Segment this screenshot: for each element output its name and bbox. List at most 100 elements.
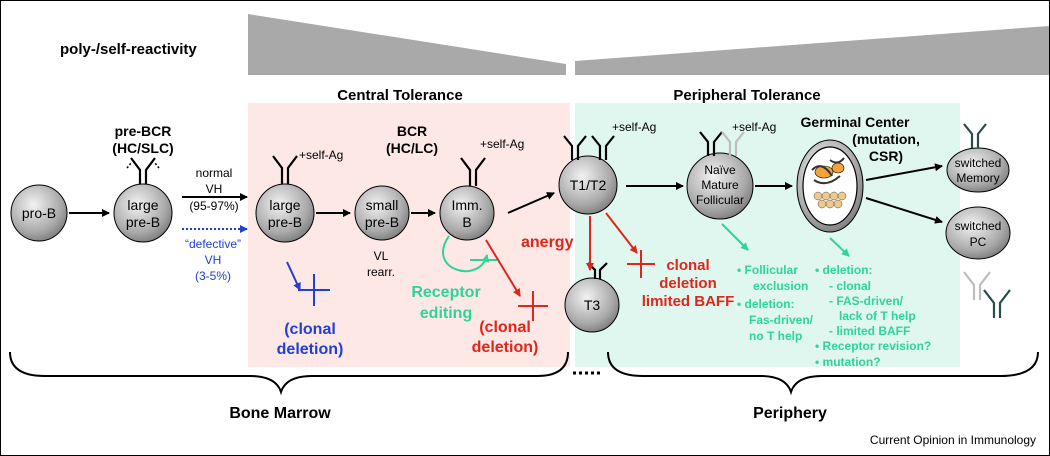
cell-pc-line1: switched	[955, 219, 1002, 233]
cell-t1t2-label: T1/T2	[570, 177, 607, 193]
svg-text:pre-BCR: pre-BCR	[115, 123, 172, 139]
bcr-receptor-icon-large-pre-b	[272, 155, 298, 184]
svg-text:no T help: no T help	[749, 329, 802, 343]
cell-naive-mature-follicular: Naïve Mature Follicular	[686, 152, 754, 220]
blue-deletion-cross-icon	[298, 274, 330, 306]
svg-text:- clonal: - clonal	[829, 279, 871, 293]
svg-text:• Follicular: • Follicular	[737, 263, 798, 277]
svg-text:deletion): deletion)	[277, 341, 344, 358]
follicular-arrow	[721, 223, 749, 251]
svg-text:• deletion:: • deletion:	[737, 297, 795, 311]
bcr-receptor-icon-t1t2	[563, 135, 615, 160]
svg-text:• Receptor revision?: • Receptor revision?	[815, 339, 931, 353]
vl-rearr-label: VL rearr.	[367, 249, 395, 279]
cell-switched-pc: switched PC	[945, 206, 1011, 260]
svg-text:limited BAFF: limited BAFF	[642, 293, 735, 310]
cell-naive-line2: Mature	[701, 178, 739, 192]
svg-text:lack of T help: lack of T help	[839, 309, 916, 323]
svg-text:(95-97%): (95-97%)	[189, 199, 238, 213]
cell-large-pre-b-2-line1: large	[269, 197, 300, 213]
progression-arrows	[69, 163, 943, 224]
periphery-label: Periphery	[753, 405, 827, 422]
central-tolerance-label: Central Tolerance	[337, 87, 463, 104]
svg-text:• deletion:: • deletion:	[815, 263, 873, 277]
svg-text:VL: VL	[374, 249, 389, 263]
svg-text:VH: VH	[206, 182, 223, 196]
germinal-center-label: Germinal Center (mutation, CSR)	[801, 114, 920, 164]
chart-title: poly-/self-reactivity	[60, 41, 197, 58]
cell-small-pre-b: small pre-B	[354, 185, 410, 241]
anergy-label: anergy	[521, 234, 574, 251]
svg-text:“defective”: “defective”	[185, 237, 241, 251]
pre-bcr-label: pre-BCR (HC/SLC)	[112, 123, 173, 156]
follicular-outcomes-list: • Follicular exclusion • deletion: Fas-d…	[737, 263, 814, 343]
self-ag-label-3: +self-Ag	[612, 120, 656, 134]
svg-text:VH: VH	[205, 253, 222, 267]
red-deletion-cross-icon	[518, 291, 548, 321]
pre-bcr-receptor-icon	[126, 157, 160, 184]
svg-text:CSR): CSR)	[869, 148, 903, 164]
cell-t3-label: T3	[584, 297, 601, 313]
reactivity-wedge-peripheral	[575, 26, 1049, 75]
svg-text:BCR: BCR	[397, 123, 427, 139]
cell-imm-b-line1: Imm.	[451, 197, 482, 213]
svg-text:- limited BAFF: - limited BAFF	[829, 324, 910, 338]
peripheral-tolerance-region	[575, 103, 960, 367]
peripheral-tolerance-label: Peripheral Tolerance	[673, 87, 820, 104]
cell-pro-b-label: pro-B	[22, 205, 56, 221]
bcr-label: BCR (HC/LC)	[386, 123, 438, 156]
svg-text:(HC/SLC): (HC/SLC)	[112, 140, 173, 156]
cell-switched-memory: switched Memory	[946, 147, 1010, 193]
cell-imm-b: Imm. B	[439, 185, 495, 241]
bone-marrow-brace	[9, 351, 569, 396]
cell-memory-line1: switched	[955, 156, 1002, 170]
self-ag-label-4: +self-Ag	[732, 120, 776, 134]
svg-text:• mutation?: • mutation?	[815, 355, 881, 369]
svg-text:(3-5%): (3-5%)	[195, 269, 231, 283]
baff-deletion-cross-icon	[627, 250, 655, 278]
svg-text:clonal: clonal	[666, 257, 709, 274]
journal-credit: Current Opinion in Immunology	[870, 433, 1036, 447]
cell-pro-b: pro-B	[10, 184, 68, 242]
svg-text:- FAS-driven/: - FAS-driven/	[829, 294, 904, 308]
periphery-brace	[607, 351, 1039, 396]
defective-vh-label: “defective” VH (3-5%)	[185, 237, 241, 283]
cell-pc-line2: PC	[970, 235, 987, 249]
cell-t1t2: T1/T2	[558, 155, 618, 215]
cell-small-pre-b-line1: small	[366, 197, 399, 213]
receptor-editing-arrow	[442, 235, 490, 272]
svg-text:Fas-driven/: Fas-driven/	[749, 313, 814, 327]
antibody-icons	[963, 271, 1011, 318]
svg-text:(mutation,: (mutation,	[852, 131, 920, 147]
svg-text:deletion: deletion	[659, 275, 717, 292]
normal-vh-label: normal VH (95-97%)	[189, 166, 238, 213]
self-ag-label-1: +self-Ag	[299, 148, 343, 162]
svg-text:editing: editing	[420, 305, 472, 322]
svg-text:normal: normal	[196, 166, 233, 180]
self-ag-label-2: +self-Ag	[480, 137, 524, 151]
svg-text:rearr.: rearr.	[367, 265, 395, 279]
blue-clonal-deletion-label: (clonal deletion)	[277, 321, 344, 358]
cell-large-pre-b-1-line1: large	[127, 197, 158, 213]
svg-text:Germinal Center: Germinal Center	[801, 114, 910, 130]
gc-arrow	[829, 237, 850, 257]
gc-outcomes-list: • deletion: - clonal - FAS-driven/ lack …	[815, 263, 931, 369]
germinal-center-icon	[796, 139, 864, 233]
cell-naive-line1: Naïve	[704, 163, 736, 177]
cell-large-pre-b-1-line2: pre-B	[126, 214, 160, 230]
cell-imm-b-line2: B	[462, 214, 471, 230]
cell-t3: T3	[564, 277, 620, 333]
cell-naive-line3: Follicular	[696, 193, 744, 207]
svg-text:(clonal: (clonal	[479, 319, 531, 336]
baff-deletion-arrow	[605, 212, 638, 254]
cell-memory-line2: Memory	[956, 171, 999, 185]
red-deletion-arrow	[485, 239, 521, 297]
cell-large-pre-b-2: large pre-B	[255, 183, 315, 243]
bcr-receptor-icon-naive	[699, 131, 745, 156]
cell-large-pre-b-1: large pre-B	[113, 183, 173, 243]
bcr-receptor-icon-imm-b	[460, 157, 486, 186]
cell-small-pre-b-line2: pre-B	[365, 214, 399, 230]
svg-text:Receptor: Receptor	[411, 284, 480, 301]
svg-text:(HC/LC): (HC/LC)	[386, 140, 438, 156]
